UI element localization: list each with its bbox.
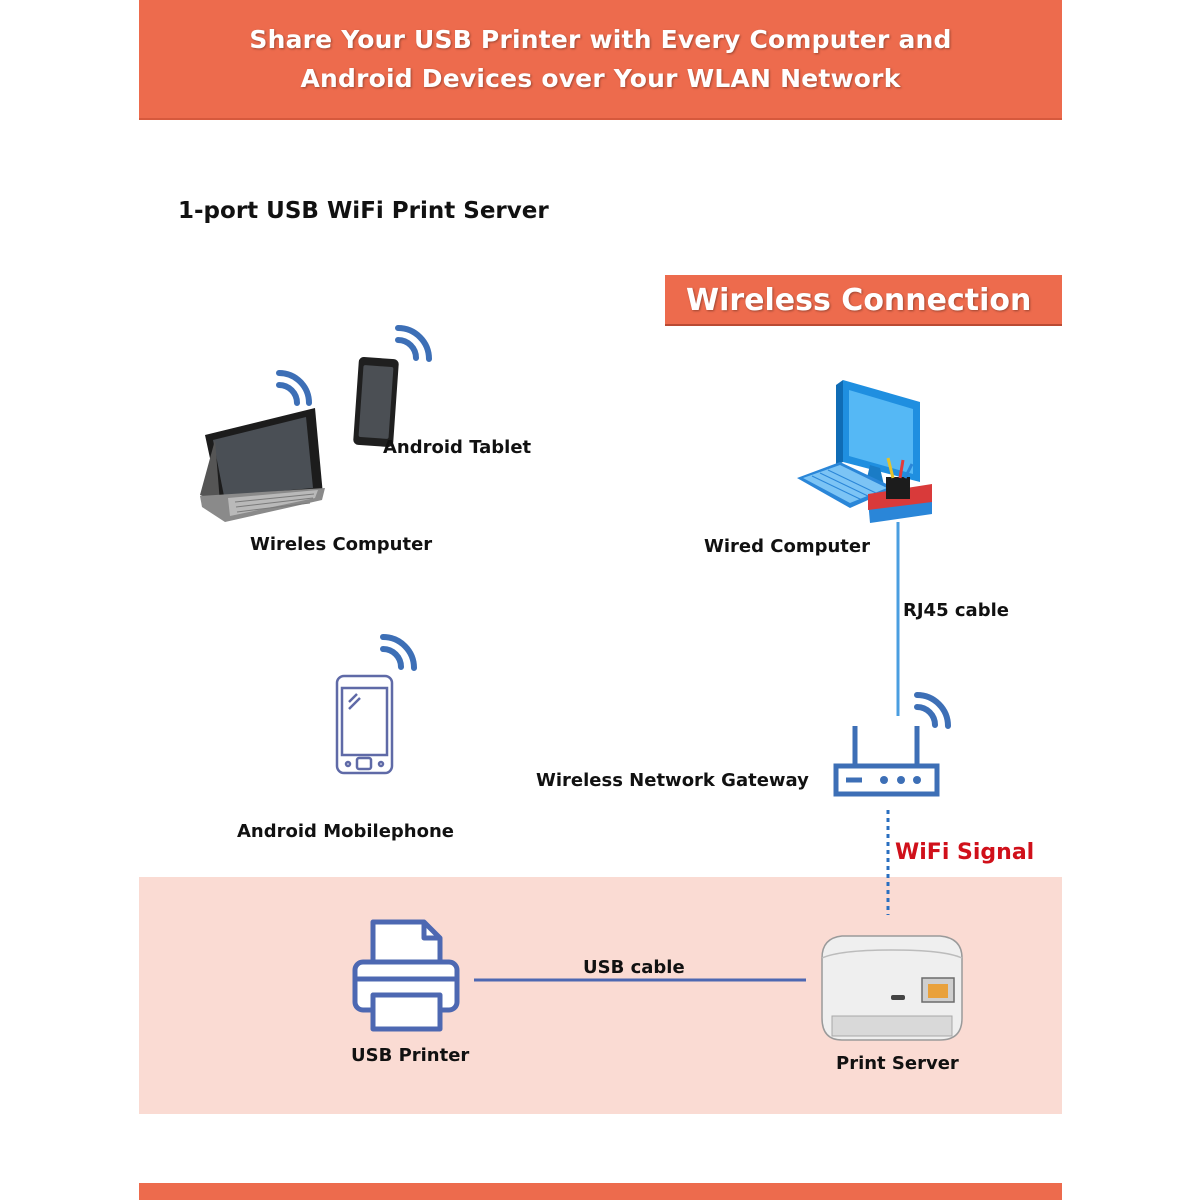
label-wired-computer: Wired Computer	[704, 536, 870, 557]
print-server-icon	[821, 935, 963, 1041]
router-leds	[880, 776, 921, 784]
footer-bar	[139, 1183, 1062, 1200]
label-rj45-cable: RJ45 cable	[903, 600, 1009, 621]
banner-line-1: Share Your USB Printer with Every Comput…	[249, 25, 952, 54]
wifi-icon-tablet	[395, 325, 432, 362]
label-android-tablet: Android Tablet	[383, 437, 532, 458]
wifi-icon-phone	[380, 634, 417, 671]
wifi-icon-laptop	[276, 370, 312, 406]
header-banner: Share Your USB Printer with Every Comput…	[139, 0, 1062, 120]
label-wireless-computer: Wireles Computer	[250, 534, 433, 555]
wireless-computer-icon	[200, 408, 325, 522]
android-tablet-icon	[353, 357, 399, 447]
android-mobilephone-icon	[335, 674, 394, 775]
wifi-icon-router	[914, 692, 951, 729]
wireless-connection-heading: Wireless Connection	[665, 275, 1062, 326]
wireless-gateway-icon	[833, 726, 940, 797]
label-wifi-signal: WiFi Signal	[895, 840, 1035, 865]
label-usb-printer: USB Printer	[351, 1045, 470, 1066]
usb-printer-icon	[352, 919, 460, 1032]
label-wireless-gateway: Wireless Network Gateway	[536, 770, 809, 791]
label-android-mobilephone: Android Mobilephone	[237, 821, 454, 842]
product-title: 1-port USB WiFi Print Server	[178, 198, 549, 224]
label-usb-cable: USB cable	[583, 957, 685, 978]
label-print-server: Print Server	[836, 1053, 959, 1074]
banner-line-2: Android Devices over Your WLAN Network	[300, 64, 901, 93]
wired-computer-icon	[797, 380, 932, 523]
